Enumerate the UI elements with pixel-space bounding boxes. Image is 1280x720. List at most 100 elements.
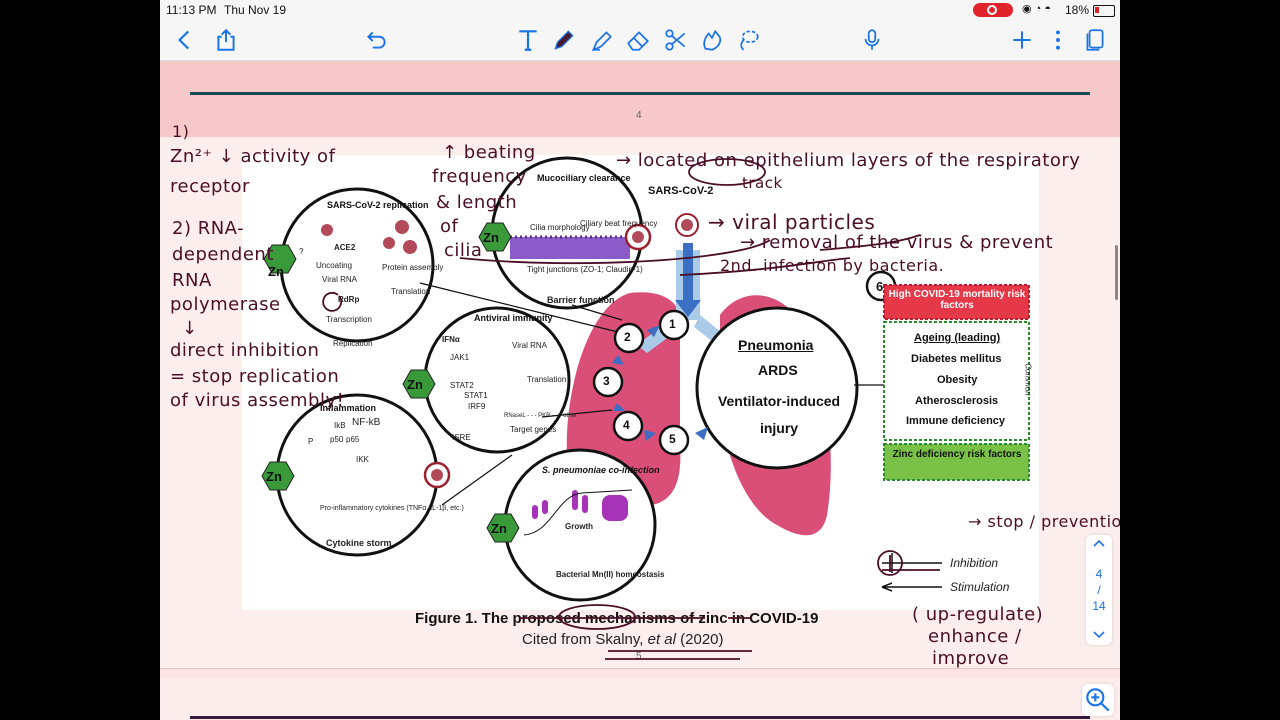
rnasel-label: RNaseL - - - PKR - - - other (504, 413, 577, 419)
microphone-icon[interactable] (856, 24, 888, 56)
p65-label: p65 (346, 435, 360, 444)
stimulation-label: Stimulation (950, 580, 1010, 594)
replication-label: Replication (333, 339, 373, 348)
ikk-label: IKK (356, 455, 369, 464)
transcription-label: Transcription (326, 315, 372, 324)
note-13: frequency (432, 166, 527, 187)
high-risk-label: High COVID-19 mortality risk factors (888, 289, 1026, 311)
stat2-label: STAT2 (450, 381, 474, 390)
p-label: P (308, 437, 314, 446)
immune-label: Immune deficiency (906, 415, 1006, 427)
note-7: polymerase (170, 294, 281, 315)
highlighter-icon[interactable] (585, 24, 617, 56)
viral-rna-label: Viral RNA (322, 275, 357, 284)
step-1: 1 (669, 317, 676, 331)
add-icon[interactable] (1006, 24, 1038, 56)
next-page[interactable] (160, 678, 1120, 720)
note-15: of (440, 216, 459, 237)
eraser-icon[interactable] (622, 24, 654, 56)
status-date: Thu Nov 19 (224, 3, 287, 17)
note-11: of virus assembly! (170, 390, 345, 411)
pneumoniae-title: S. pneumoniae co-infection (542, 465, 660, 475)
note-19: → viral particles (708, 210, 876, 234)
obesity-label: Obesity (937, 374, 978, 386)
page-number-4: 4 (636, 110, 642, 121)
p50-label: p50 (330, 435, 344, 444)
note-5: dependent (172, 244, 274, 265)
antiviral-rna-label: Viral RNA (512, 341, 547, 350)
athero-label: Atherosclerosis (915, 395, 999, 407)
note-4: 2) RNA- (172, 218, 245, 239)
risk-badge: 6 (876, 279, 884, 294)
scrollbar[interactable] (1115, 245, 1118, 300)
cilia-morphology-label: Cilia morphology (530, 223, 590, 232)
pages-icon[interactable] (1079, 24, 1111, 56)
zoom-icon[interactable] (1082, 684, 1114, 716)
ventilator-label: Ventilator-induced injury (717, 393, 841, 436)
antiviral-title: Antiviral immunity (474, 313, 553, 323)
share-icon[interactable] (210, 24, 242, 56)
zn-label-2: Zn (483, 230, 499, 245)
note-18: track (742, 174, 783, 192)
figure-citation: Cited from Skalny, et al (2020) (522, 631, 724, 648)
sars-cov2-label: SARS-CoV-2 (648, 185, 714, 197)
page-number-5: 5 (636, 651, 642, 662)
page-navigator[interactable]: 4 / 14 (1086, 535, 1112, 645)
inflammation-title: Inflammation (320, 403, 377, 413)
zn-label-5: Zn (491, 521, 507, 536)
page-rule (190, 92, 1090, 95)
toolbar (160, 20, 1120, 61)
translation-label: Translation (391, 287, 431, 296)
step-3: 3 (603, 374, 610, 388)
jak1-label: JAK1 (450, 353, 470, 362)
pen-icon[interactable] (548, 24, 580, 56)
note-25: improve (932, 648, 1010, 669)
irf9-label: IRF9 (468, 402, 486, 411)
uncoating-label: Uncoating (316, 261, 353, 270)
pneumonia-label: Pneumonia (738, 337, 814, 353)
inhibition-label: Inhibition (950, 556, 999, 570)
text-tool-icon[interactable] (512, 24, 544, 56)
status-bar: 11:13 PM Thu Nov 19 ◉ ◔ ◓ 18% (160, 0, 1120, 20)
lasso-icon[interactable] (732, 24, 764, 56)
cytokines-label: Pro-inflammatory cytokines (TNFα, IL-1β,… (320, 505, 464, 512)
ace2-label: ACE2 (334, 243, 356, 252)
cytokine-storm-label: Cytokine storm (326, 538, 392, 548)
current-page-number: 4 (1095, 567, 1103, 581)
note-6: RNA (172, 270, 212, 291)
stat1-label: STAT1 (464, 391, 488, 400)
page-slash: / (1097, 583, 1101, 597)
previous-page[interactable]: 4 (160, 61, 1120, 137)
ards-label: ARDS (758, 362, 798, 378)
page-separator (160, 668, 1120, 679)
back-icon[interactable] (169, 24, 201, 56)
page-up-icon[interactable] (1086, 535, 1112, 551)
ciliary-beat-label: Ciliary beat frequency (580, 219, 658, 228)
note-21: 2nd. infection by bacteria. (720, 256, 945, 275)
notes-app: 11:13 PM Thu Nov 19 ◉ ◔ ◓ 18% (160, 0, 1120, 720)
tight-junctions-label: Tight junctions (ZO-1; Claudin-1) (527, 265, 643, 274)
scissors-icon[interactable] (660, 24, 692, 56)
protein-assembly-label: Protein assembly (382, 263, 444, 272)
growth-label: Growth (565, 522, 593, 531)
target-genes-label: Target genes (510, 425, 557, 434)
note-22: → stop / prevention (968, 512, 1120, 531)
battery-percent: 18% (1065, 3, 1090, 17)
note-9: direct inhibition (170, 340, 320, 361)
zinc-risk-label: Zinc deficiency risk factors (892, 449, 1022, 460)
note-24: enhance / (928, 626, 1022, 647)
diabetes-label: Diabetes mellitus (911, 353, 1002, 365)
step-4: 4 (623, 418, 630, 432)
note-8: ↓ (182, 318, 198, 339)
status-time: 11:13 PM (166, 3, 217, 17)
more-icon[interactable] (1042, 24, 1074, 56)
note-23: ( up-regulate) (912, 604, 1044, 625)
note-1: 1) (172, 122, 190, 141)
record-indicator-icon[interactable] (973, 3, 1013, 17)
page-down-icon[interactable] (1086, 627, 1112, 643)
zn-label-4: Zn (266, 469, 282, 484)
undo-icon[interactable] (360, 24, 392, 56)
shapes-icon[interactable] (696, 24, 728, 56)
note-16: cilia (444, 240, 483, 261)
barrier-label: Barrier function (547, 295, 615, 305)
